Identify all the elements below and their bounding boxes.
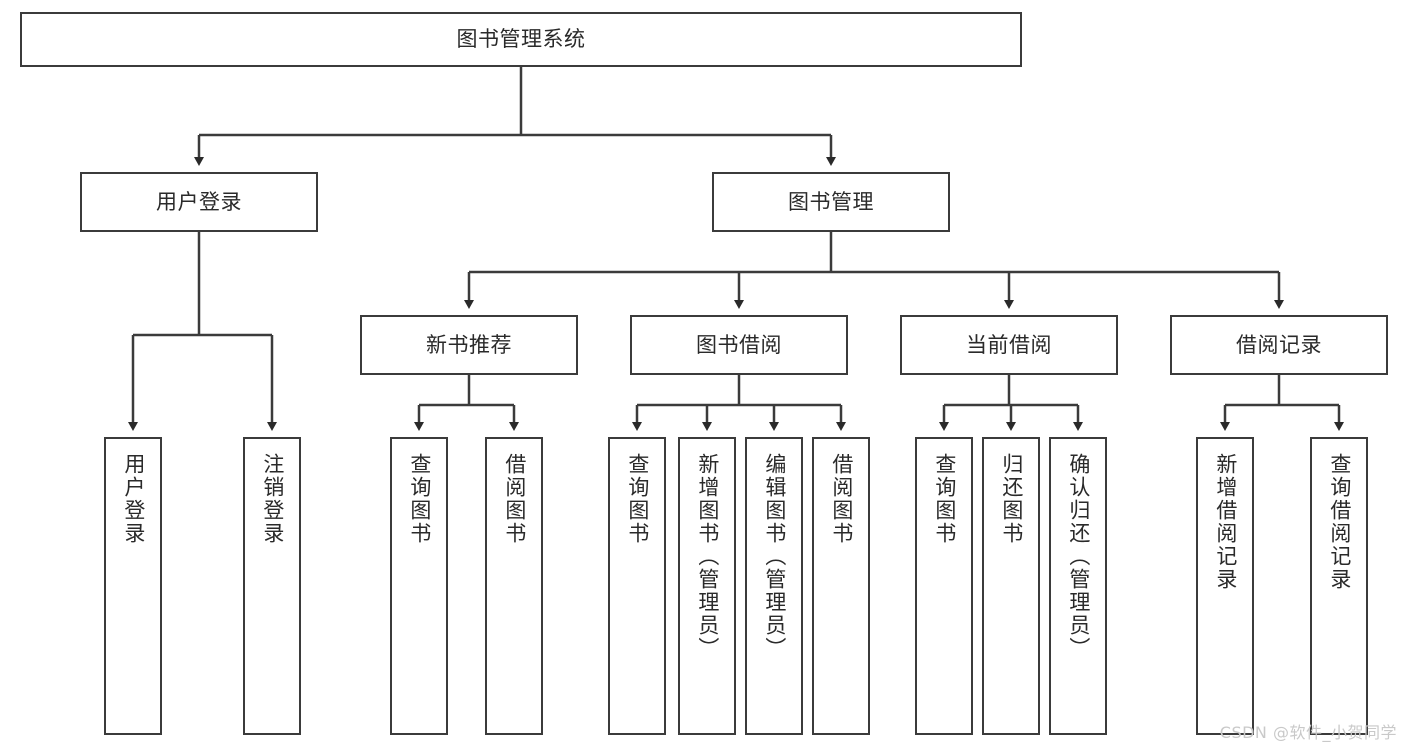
node-current-borrow[interactable]: 当前借阅 <box>900 315 1118 375</box>
leaf-borrow-book[interactable]: 借阅图书 <box>812 437 870 735</box>
node-root-label: 图书管理系统 <box>456 27 586 52</box>
leaf-add-borrow-record-label: 新增借阅记录 <box>1213 453 1238 591</box>
leaf-edit-book-admin-label: 编辑图书（管理员） <box>762 453 787 660</box>
leaf-return-book-label: 归还图书 <box>999 453 1024 545</box>
leaf-add-borrow-record[interactable]: 新增借阅记录 <box>1196 437 1254 735</box>
leaf-user-login-label: 用户登录 <box>121 453 146 545</box>
node-book-borrow-label: 图书借阅 <box>696 332 782 357</box>
leaf-borrow-book-new[interactable]: 借阅图书 <box>485 437 543 735</box>
leaf-query-book-borrow[interactable]: 查询图书 <box>608 437 666 735</box>
node-new-book-recommend-label: 新书推荐 <box>426 332 512 357</box>
leaf-confirm-return-admin[interactable]: 确认归还（管理员） <box>1049 437 1107 735</box>
leaf-query-book-current[interactable]: 查询图书 <box>915 437 973 735</box>
node-user-login[interactable]: 用户登录 <box>80 172 318 232</box>
node-book-management[interactable]: 图书管理 <box>712 172 950 232</box>
leaf-confirm-return-admin-label: 确认归还（管理员） <box>1066 453 1091 660</box>
leaf-add-book-admin-label: 新增图书（管理员） <box>695 453 720 660</box>
leaf-logout-label: 注销登录 <box>260 453 285 545</box>
node-borrow-record-label: 借阅记录 <box>1236 332 1322 357</box>
node-user-login-label: 用户登录 <box>156 189 242 214</box>
node-new-book-recommend[interactable]: 新书推荐 <box>360 315 578 375</box>
node-root[interactable]: 图书管理系统 <box>20 12 1022 67</box>
leaf-query-book-current-label: 查询图书 <box>932 453 957 545</box>
leaf-query-borrow-record-label: 查询借阅记录 <box>1327 453 1352 591</box>
leaf-borrow-book-label: 借阅图书 <box>829 453 854 545</box>
node-borrow-record[interactable]: 借阅记录 <box>1170 315 1388 375</box>
leaf-logout[interactable]: 注销登录 <box>243 437 301 735</box>
leaf-query-book-new[interactable]: 查询图书 <box>390 437 448 735</box>
leaf-user-login[interactable]: 用户登录 <box>104 437 162 735</box>
leaf-query-borrow-record[interactable]: 查询借阅记录 <box>1310 437 1368 735</box>
leaf-query-book-new-label: 查询图书 <box>407 453 432 545</box>
leaf-edit-book-admin[interactable]: 编辑图书（管理员） <box>745 437 803 735</box>
node-book-borrow[interactable]: 图书借阅 <box>630 315 848 375</box>
node-current-borrow-label: 当前借阅 <box>966 332 1052 357</box>
leaf-add-book-admin[interactable]: 新增图书（管理员） <box>678 437 736 735</box>
leaf-borrow-book-new-label: 借阅图书 <box>502 453 527 545</box>
leaf-query-book-borrow-label: 查询图书 <box>625 453 650 545</box>
leaf-return-book[interactable]: 归还图书 <box>982 437 1040 735</box>
node-book-management-label: 图书管理 <box>788 189 874 214</box>
